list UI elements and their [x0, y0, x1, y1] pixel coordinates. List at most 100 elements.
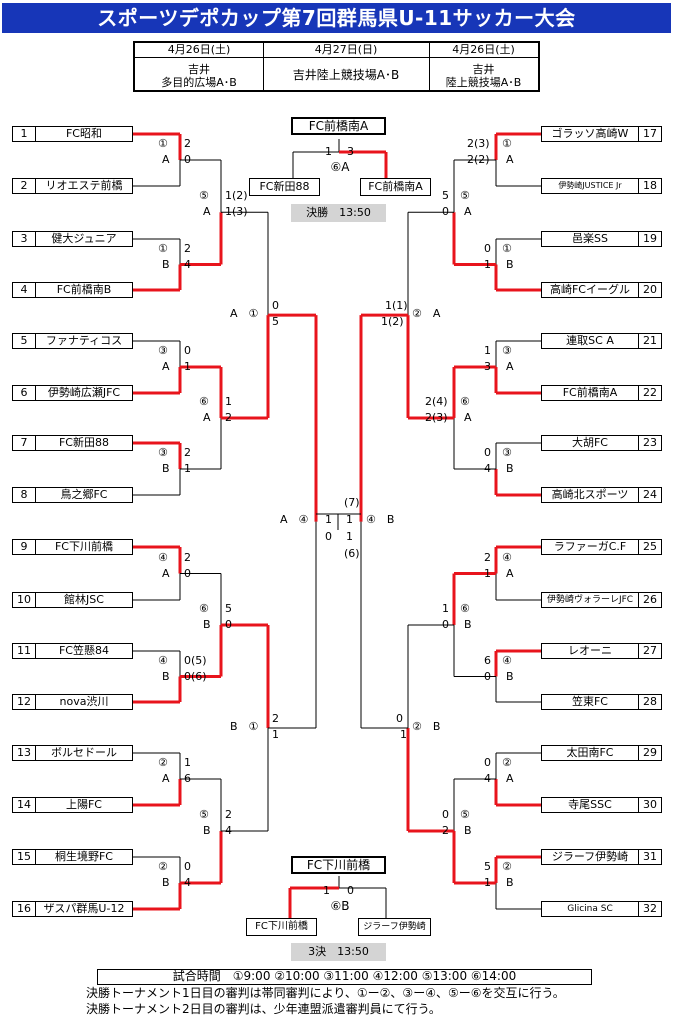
note-line: 決勝トーナメント2日目の審判は、少年連盟派遣審判員にて行う。 [86, 1002, 441, 1016]
penalty-score: (6) [344, 547, 360, 560]
score-bottom: 0 [484, 669, 491, 683]
team-number: 26 [638, 593, 661, 607]
match-number: ⑥ [460, 602, 470, 615]
team-number: 21 [638, 334, 661, 348]
team-name: nova渋川 [59, 695, 109, 708]
score-bottom: 1 [484, 876, 491, 889]
team-name: ファナティコス [45, 334, 123, 347]
court-label: B [464, 824, 472, 837]
team-number: 11 [13, 644, 36, 658]
team-number: 9 [13, 540, 36, 554]
score-top: 5 [484, 860, 491, 873]
score-top: 0 [484, 241, 491, 255]
third-team-right: ジラーフ伊勢崎 [358, 918, 431, 936]
match-number: ⑤ [460, 808, 470, 821]
third-score-right: 0 [347, 884, 354, 897]
third-match-label: ⑥B [330, 899, 350, 913]
team-name: ゴラッソ高崎W [551, 127, 629, 140]
team-number: 29 [638, 746, 661, 760]
schedule-venue: 陸上競技場A･B [445, 76, 522, 89]
score-top: 0 [184, 860, 191, 873]
score-bottom: 5 [272, 315, 279, 329]
score-top: 2 [484, 550, 491, 564]
score-top: 1 [484, 344, 491, 357]
court-label: B [162, 462, 170, 475]
team-number: 4 [13, 283, 36, 297]
match-number: ① [502, 137, 512, 150]
court-label: B [506, 669, 514, 683]
score-top: 2(3) [467, 137, 490, 150]
score-bottom: 0 [225, 618, 232, 631]
tournament-title: スポーツデポカップ第7回群馬県U-11サッカー大会 [2, 3, 671, 33]
team-box: 12 nova渋川 [12, 694, 133, 710]
score-bottom: 1(2) [381, 315, 404, 329]
team-name: FC前橋南A [562, 386, 618, 399]
team-name: 鳥之郷FC [60, 488, 108, 501]
schedule-venue: 吉井 [188, 63, 210, 76]
schedule-venue: 吉井陸上競技場A･B [292, 68, 400, 82]
team-name: 伊勢崎広瀬JFC [47, 386, 121, 399]
match-number: ③ [158, 446, 168, 459]
score-bottom: 6 [184, 772, 191, 785]
third-team-left: FC下川前橋 [246, 918, 317, 936]
score-bottom: 0(6) [184, 669, 207, 683]
schedule-date: 4月26日(土) [135, 43, 263, 58]
match-number: ② [502, 860, 512, 873]
team-name: FC笠懸84 [58, 644, 109, 657]
third-place-label: 3決 13:50 [291, 943, 386, 961]
score-top: 1 [442, 602, 449, 615]
team-number: 13 [13, 746, 36, 760]
match-number: ② [502, 756, 512, 769]
team-number: 22 [638, 386, 661, 400]
team-name: 大胡FC [571, 436, 608, 449]
score-bottom: 0 [325, 530, 332, 543]
team-name: FC昭和 [65, 127, 102, 140]
score-top: 1(1) [385, 299, 408, 313]
score-top: 1 [184, 756, 191, 769]
match-number: ⑥ [199, 602, 209, 615]
match-number: ① [502, 241, 512, 255]
court-label: A [162, 566, 170, 580]
team-name: ザスパ群馬U-12 [43, 902, 125, 915]
score-bottom: 1 [346, 530, 353, 543]
team-name: 桐生境野FC [54, 850, 113, 863]
score-bottom: 0 [442, 205, 449, 219]
team-number: 31 [638, 850, 661, 864]
team-name: 寺尾SSC [568, 798, 612, 811]
score-top: 0 [484, 756, 491, 769]
team-number: 17 [638, 127, 661, 141]
score-top: 2 [184, 550, 191, 564]
match-number: ⑥ [199, 395, 209, 408]
team-number: 12 [13, 695, 36, 709]
champion-box: FC前橋南A [291, 117, 386, 135]
score-top: 6 [484, 653, 491, 667]
score-top: 2(4) [425, 395, 448, 408]
team-name: FC前橋南B [56, 283, 112, 296]
match-number: ③ [502, 446, 512, 459]
score-bottom: 4 [184, 876, 191, 889]
team-name: 館林JSC [64, 593, 104, 606]
court-label: B [162, 876, 170, 889]
match-number: ④ B [366, 513, 395, 526]
team-name: ラファーガC.F [553, 540, 627, 553]
team-name: 高崎北スポーツ [551, 488, 629, 501]
score-bottom: 0 [184, 566, 191, 580]
match-number: ⑤ [199, 189, 209, 203]
final-score-left: 1 [325, 145, 332, 158]
court-label: A [203, 411, 211, 424]
team-name: リオエステ前橋 [45, 179, 123, 192]
final-team-left: FC新田88 [249, 178, 320, 196]
court-label: B [506, 462, 514, 475]
score-bottom: 1 [484, 257, 491, 271]
court-label: B [162, 257, 170, 271]
schedule-venue: 吉井 [472, 63, 495, 76]
schedule-col-3: 4月26日(土) 吉井陸上競技場A･B [429, 43, 538, 90]
team-number: 7 [13, 436, 36, 450]
